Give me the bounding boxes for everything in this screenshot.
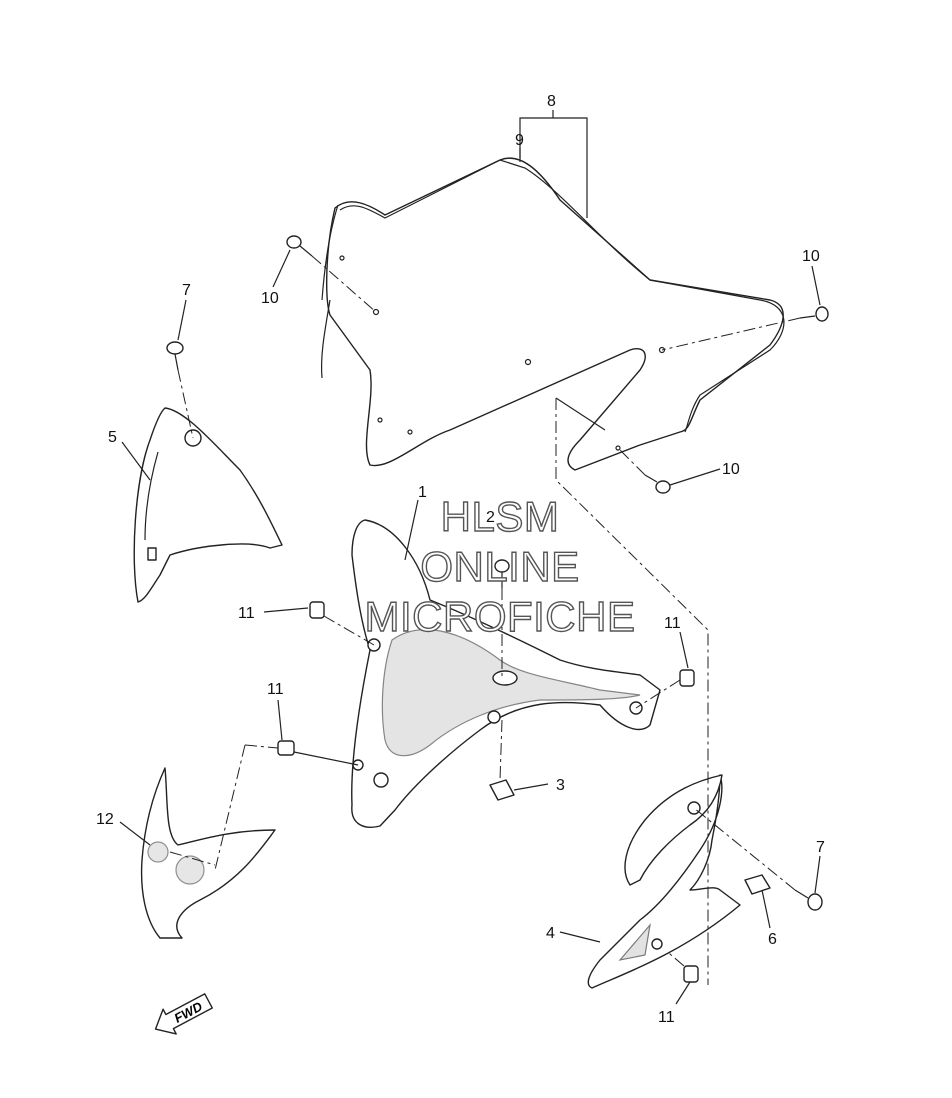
callout-11-b: 11 [664, 615, 681, 632]
leader-5 [121, 441, 151, 481]
callout-3: 3 [556, 777, 565, 794]
leader-7-top [177, 299, 187, 341]
callout-11-a: 11 [238, 605, 255, 622]
lower-cover-12 [140, 744, 279, 939]
watermark-line-1: HLSM [440, 492, 560, 540]
callout-5: 5 [108, 429, 117, 446]
callout-9: 9 [515, 132, 524, 149]
nut-3 [489, 779, 549, 801]
inner-panel-1 [351, 519, 661, 828]
windshield [320, 157, 785, 471]
callout-10-lower: 10 [722, 461, 740, 478]
callout-6: 6 [768, 931, 777, 948]
callout-8: 8 [547, 93, 556, 110]
screw-10-right [661, 306, 829, 351]
reference-line-2 [555, 397, 606, 431]
watermark-line-3: MICROFICHE [364, 592, 636, 640]
leader-10-left [272, 249, 291, 288]
callout-10-left: 10 [261, 290, 279, 307]
watermark: HLSM ONLINE MICROFICHE [340, 492, 660, 642]
watermark-line-2: ONLINE [420, 542, 580, 590]
screw-7-top [166, 341, 194, 439]
screw-10-lower [617, 447, 671, 494]
callout-2: 2 [486, 509, 495, 526]
callout-11-d: 11 [658, 1009, 675, 1026]
fwd-arrow-icon: FWD [154, 993, 213, 1035]
screw-2 [494, 559, 510, 781]
side-cover-4 [559, 774, 741, 989]
reference-line [555, 398, 709, 985]
grommet-11-b [635, 631, 695, 709]
grommet-11-d [655, 941, 699, 1005]
callout-4: 4 [546, 925, 555, 942]
callout-1: 1 [418, 484, 427, 501]
leader-10-lower [669, 468, 721, 486]
callout-7-top: 7 [182, 282, 191, 299]
side-panel-5 [133, 407, 283, 603]
grommet-11-a [263, 601, 375, 646]
leader-1 [404, 499, 419, 561]
grommet-11-c [277, 699, 359, 766]
callout-12: 12 [96, 811, 114, 828]
clip-6 [744, 874, 771, 929]
leader-12 [119, 821, 151, 846]
screw-10-left [286, 235, 377, 313]
leader-10-right [811, 265, 821, 306]
callout-11-c: 11 [267, 681, 284, 698]
callout-10-right: 10 [802, 248, 820, 265]
screw-7-lower [693, 807, 823, 911]
callout-7-lower: 7 [816, 839, 825, 856]
